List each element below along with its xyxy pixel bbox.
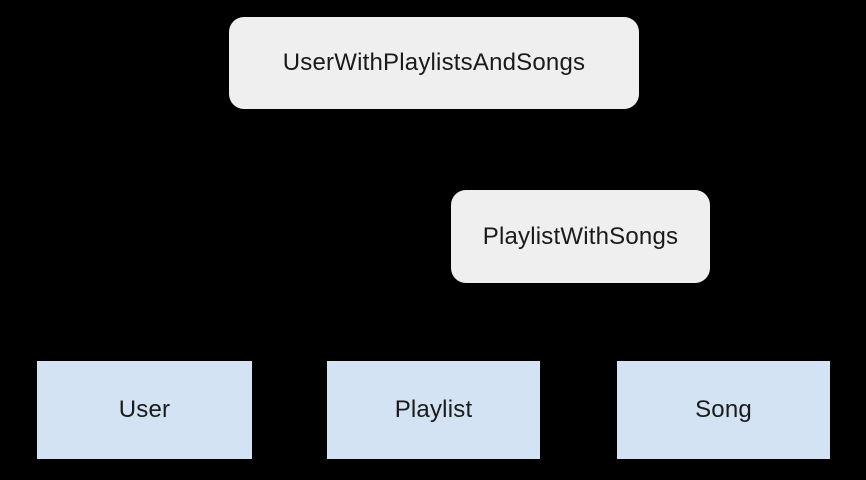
data-class-node-user-with-playlists-and-songs: UserWithPlaylistsAndSongs (229, 17, 639, 109)
entity-label: User (118, 396, 171, 423)
entity-node-user: User (36, 360, 253, 460)
data-class-label: PlaylistWithSongs (482, 222, 679, 250)
entity-label: Song (695, 396, 752, 423)
entity-label: Playlist (394, 396, 473, 423)
data-class-label: UserWithPlaylistsAndSongs (282, 49, 586, 76)
data-class-node-playlist-with-songs: PlaylistWithSongs (451, 190, 710, 283)
entity-node-song: Song (616, 360, 831, 460)
entity-node-playlist: Playlist (326, 360, 541, 460)
